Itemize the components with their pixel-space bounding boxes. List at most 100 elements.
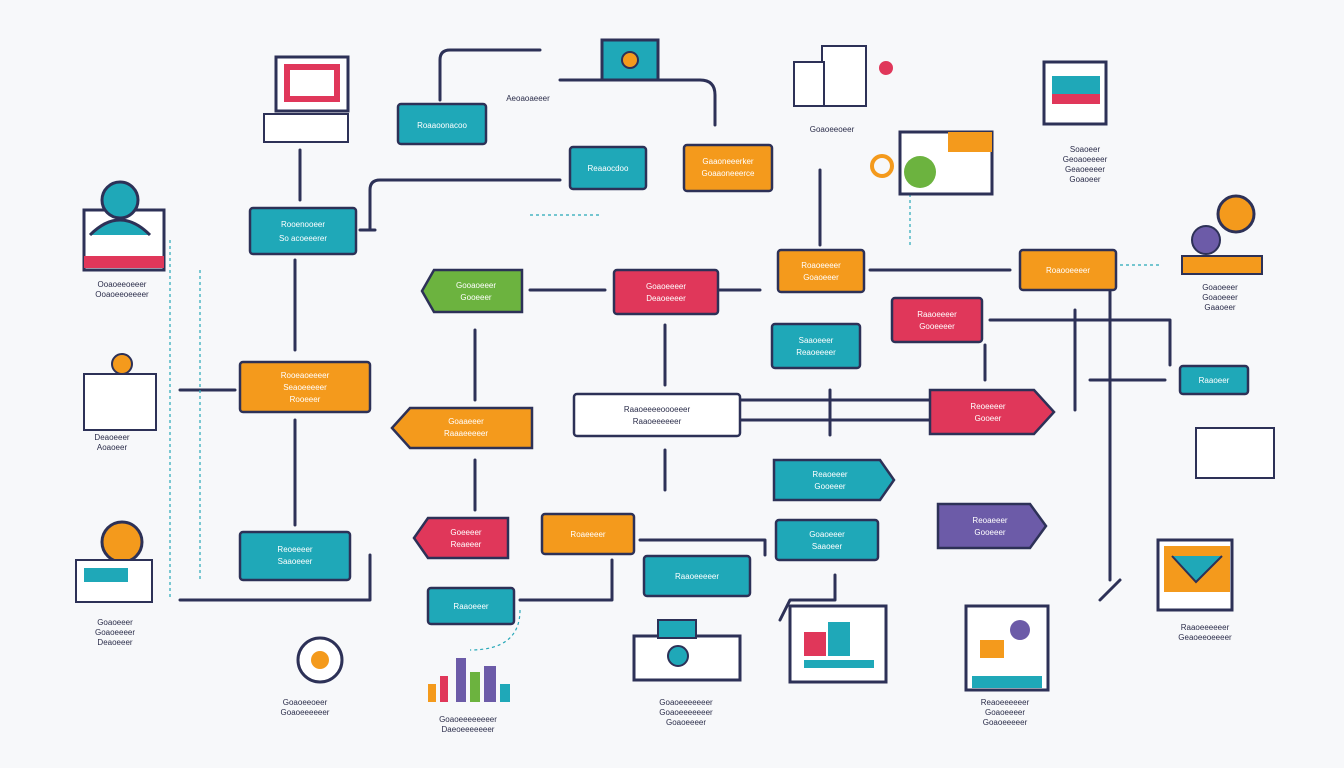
svg-text:Goaoeeeer: Goaoeeeer <box>666 718 706 727</box>
caption: Aeoaoaeeer <box>506 94 550 103</box>
svg-text:Goaoeeeeer: Goaoeeeeer <box>983 718 1028 727</box>
node-label: Reaaocdoo <box>588 164 629 173</box>
caption: Goaoeeoeer <box>810 125 855 134</box>
node-label: Raaoeeeer <box>917 310 957 319</box>
document-icon <box>1195 427 1275 479</box>
node-label: Raaoeeeeoooeeer <box>624 405 691 414</box>
user-desk-icon <box>964 604 1050 692</box>
lamp-user-icon <box>1181 194 1263 275</box>
node-label: Reoaeeer <box>972 516 1007 525</box>
node-label: Reaoeeeer <box>796 348 836 357</box>
svg-text:Goaoeeeer: Goaoeeeer <box>985 708 1025 717</box>
node-label: Gooeeeer <box>919 322 955 331</box>
svg-text:Goaoeeeeeer: Goaoeeeeeer <box>281 708 330 717</box>
svg-text:Reaoeeeeeer: Reaoeeeeeer <box>981 698 1030 707</box>
node-label: Raaoeer <box>1199 376 1230 385</box>
svg-text:Goaoeeer: Goaoeeer <box>1202 283 1238 292</box>
svg-text:Goaoeeoeer: Goaoeeoeer <box>283 698 328 707</box>
captions: Aeoaoaeeer Goaoeeoeer SoaoeerGeoaoeeeerG… <box>94 94 1238 734</box>
node-label: Goaaoneeerce <box>702 169 755 178</box>
node-label: Reoeeeer <box>970 402 1005 411</box>
svg-text:Soaoeer: Soaoeer <box>1070 145 1101 154</box>
node-label: Gooaoeeer <box>456 281 496 290</box>
node-label: Seaoeeeeer <box>283 383 327 392</box>
svg-text:Goaoeeeeeeer: Goaoeeeeeeer <box>659 698 713 707</box>
node-label: Reoeeeer <box>277 545 312 554</box>
node-label: Goeeeer <box>450 528 481 537</box>
node-label: Goaoeeer <box>803 273 839 282</box>
node-label: Saaoeeer <box>278 557 313 566</box>
node-22[interactable]: Raaoeeeeer <box>642 554 752 598</box>
icons <box>75 38 1275 702</box>
node-label: Roaaoonacoo <box>417 121 467 130</box>
node-label: Gooeeer <box>814 482 845 491</box>
node-label: Rooenooeer <box>281 220 325 229</box>
svg-text:Aoaoeer: Aoaoeer <box>97 443 128 452</box>
node-label: Reaeeer <box>451 540 482 549</box>
svg-text:Deaoeeer: Deaoeeer <box>97 638 132 647</box>
node-label: Deaoeeeer <box>646 294 686 303</box>
svg-text:Goaoeeeer: Goaoeeeer <box>95 628 135 637</box>
svg-text:Geaoeeoeeeer: Geaoeeoeeeer <box>1178 633 1232 642</box>
node-23[interactable]: Raaoeeer <box>426 586 516 626</box>
svg-text:Goaoeer: Goaoeer <box>1069 175 1100 184</box>
node-label: Roaeeeer <box>570 530 605 539</box>
gear-icon <box>296 636 344 684</box>
monitor-icon <box>263 55 350 143</box>
svg-text:Geoaoeeeer: Geoaoeeeer <box>1063 155 1108 164</box>
document-icon <box>793 45 893 107</box>
node-label: Roaoeeeer <box>801 261 841 270</box>
email-icon <box>1156 538 1234 612</box>
svg-text:Deaoeeer: Deaoeeer <box>94 433 129 442</box>
node-8[interactable]: Roaooeeeer <box>1018 248 1118 292</box>
node-label: Roaooeeeer <box>1046 266 1090 275</box>
node-label: Raaaeeeeer <box>444 429 488 438</box>
node-label: Saaoeer <box>812 542 843 551</box>
user-at-laptop-icon <box>75 520 153 603</box>
svg-text:Goaoeeer: Goaoeeer <box>1202 293 1238 302</box>
connectors <box>169 48 1172 651</box>
camera-icon <box>632 619 742 682</box>
dashboard-monitor-icon <box>788 604 888 684</box>
node-label: Goaoeeeer <box>646 282 686 291</box>
monitor-icon <box>1042 60 1108 126</box>
user-at-laptop-icon <box>82 180 166 272</box>
node-label: Rooeaoeeeer <box>281 371 330 380</box>
svg-text:Goaoeeer: Goaoeeer <box>97 618 133 627</box>
nodes: Roaaoonacoo Reaaocdoo GaaoneeerkerGoaaon… <box>238 102 1250 626</box>
node-2[interactable]: Reaaocdoo <box>568 145 648 191</box>
svg-text:Goaoeeeeeeer: Goaoeeeeeeer <box>659 708 713 717</box>
node-1[interactable]: Roaaoonacoo <box>396 102 488 146</box>
node-18[interactable]: Roaeeeer <box>540 512 636 556</box>
svg-text:Ooaoeeoeeer: Ooaoeeoeeer <box>98 280 147 289</box>
node-label: Gaaoneeerker <box>702 157 753 166</box>
node-label: Goaaeeer <box>448 417 484 426</box>
node-label: Gooeeer <box>974 528 1005 537</box>
camera-icon <box>600 38 660 82</box>
node-15[interactable]: Raaoeer <box>1178 364 1250 396</box>
